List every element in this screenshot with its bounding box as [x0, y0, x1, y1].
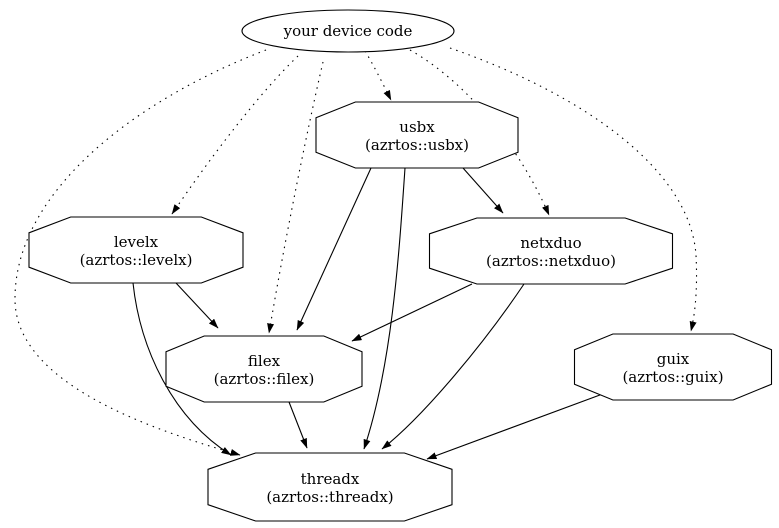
node-label-levelx: levelx — [114, 233, 159, 251]
node-shape-guix — [573, 333, 773, 401]
edge-netxduo-filex — [351, 283, 473, 342]
edge-code-filex — [267, 61, 324, 334]
node-sublabel-netxduo: (azrtos::netxduo) — [486, 252, 616, 270]
edge-usbx-filex — [296, 167, 372, 331]
node-threadx: threadx(azrtos::threadx) — [207, 452, 453, 522]
node-levelx: levelx(azrtos::levelx) — [28, 216, 244, 284]
edge-code-guix — [449, 47, 698, 332]
edge-code-usbx — [364, 50, 392, 101]
node-netxduo: netxduo(azrtos::netxduo) — [428, 217, 674, 285]
node-sublabel-threadx: (azrtos::threadx) — [266, 488, 393, 506]
edge-guix-threadx — [426, 391, 609, 460]
node-usbx: usbx(azrtos::usbx) — [315, 101, 519, 169]
node-code: your device code — [241, 9, 455, 53]
node-shape-netxduo — [428, 217, 674, 285]
node-sublabel-usbx: (azrtos::usbx) — [365, 136, 469, 154]
edge-usbx-threadx — [363, 167, 406, 450]
node-sublabel-filex: (azrtos::filex) — [214, 370, 315, 388]
node-sublabel-levelx: (azrtos::levelx) — [80, 251, 193, 269]
node-label-usbx: usbx — [399, 118, 435, 136]
edge-code-levelx — [171, 55, 299, 215]
node-label-threadx: threadx — [301, 470, 360, 488]
node-label-guix: guix — [657, 350, 690, 368]
node-shape-code — [241, 9, 455, 53]
node-shape-usbx — [315, 101, 519, 169]
edge-levelx-threadx — [132, 282, 232, 456]
node-sublabel-guix: (azrtos::guix) — [622, 368, 723, 386]
node-guix: guix(azrtos::guix) — [573, 333, 773, 401]
edge-levelx-filex — [175, 282, 219, 329]
node-label-filex: filex — [248, 352, 281, 370]
edge-filex-threadx — [288, 401, 308, 449]
node-filex: filex(azrtos::filex) — [165, 335, 363, 403]
node-label-netxduo: netxduo — [520, 234, 581, 252]
edge-netxduo-threadx — [381, 283, 525, 450]
edge-usbx-netxduo — [462, 167, 504, 214]
node-shape-levelx — [28, 216, 244, 284]
node-label-code: your device code — [283, 22, 413, 40]
node-shape-filex — [165, 335, 363, 403]
node-shape-threadx — [207, 452, 453, 522]
